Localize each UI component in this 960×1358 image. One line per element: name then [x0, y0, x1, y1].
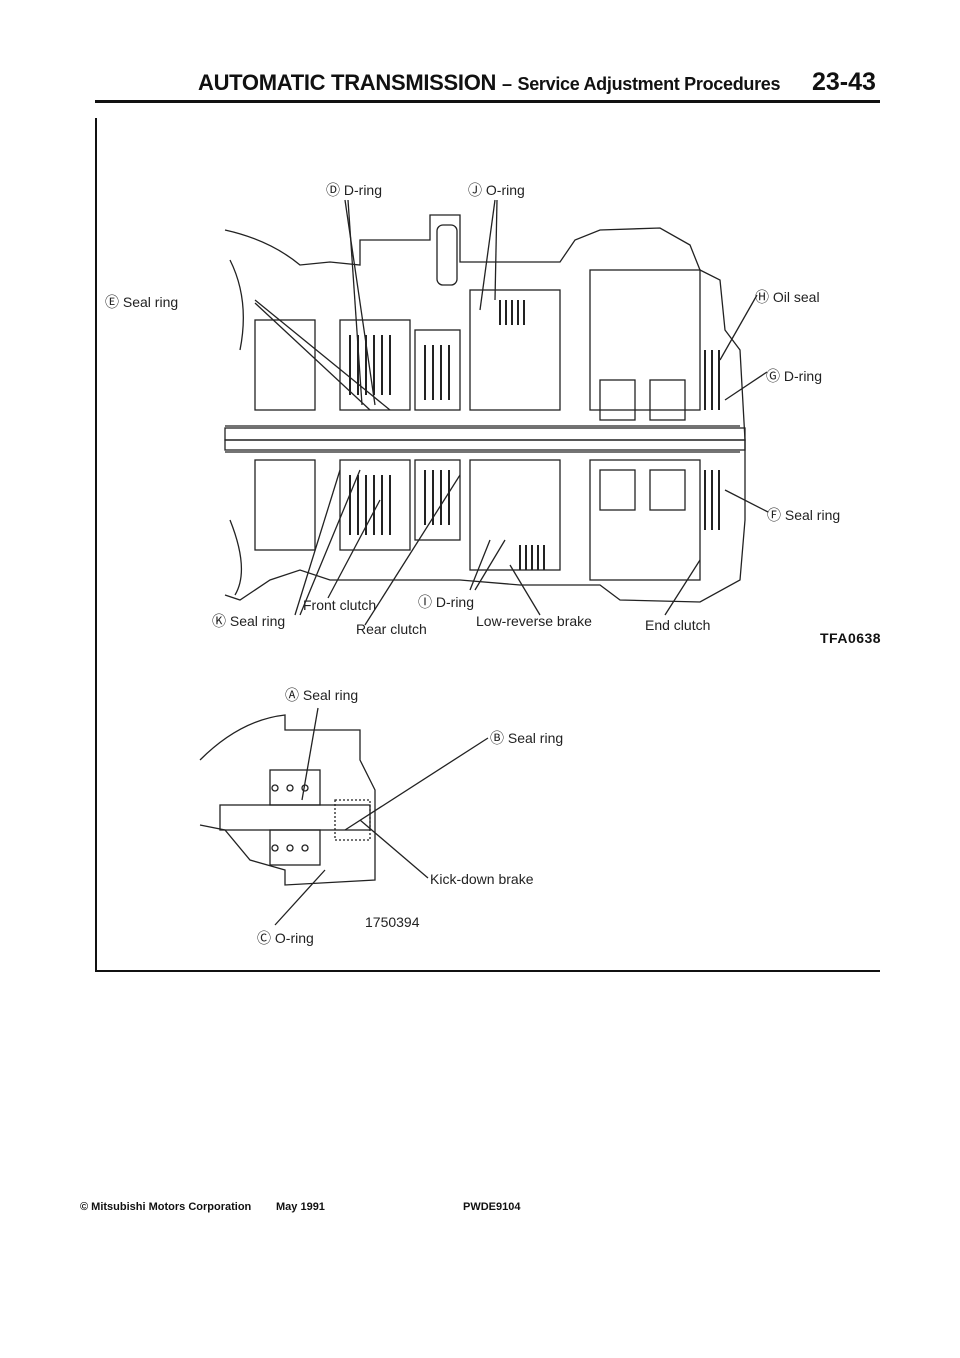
- figure2-code: 1750394: [365, 914, 420, 930]
- label-d-ring-g: Ⓖ D-ring: [766, 368, 823, 384]
- label-d-ring-i: Ⓘ D-ring: [418, 594, 475, 610]
- section-subtitle: Service Adjustment Procedures: [517, 74, 781, 94]
- label-seal-ring-a: Ⓐ Seal ring: [285, 687, 359, 703]
- bottom-rule: [95, 970, 880, 972]
- left-border: [95, 118, 97, 970]
- header-rule: [95, 100, 880, 103]
- transmission-cross-section: [224, 214, 746, 603]
- footer-code: PWDE9104: [463, 1201, 521, 1213]
- label-kick-down-brake: Kick-down brake: [430, 871, 534, 887]
- label-seal-ring-f: Ⓕ Seal ring: [767, 507, 841, 523]
- label-o-ring-c: Ⓒ O-ring: [257, 930, 314, 946]
- label-o-ring-j: Ⓙ O-ring: [468, 182, 525, 198]
- label-end-clutch: End clutch: [645, 617, 711, 633]
- label-oil-seal-h: Ⓗ Oil seal: [755, 289, 820, 305]
- page-header-title: AUTOMATIC TRANSMISSION – Service Adjustm…: [198, 70, 781, 96]
- label-front-clutch: Front clutch: [303, 597, 377, 613]
- label-d-ring-d: Ⓓ D-ring: [326, 182, 383, 198]
- figure1-code: TFA0638: [820, 630, 882, 646]
- page-number: 23-43: [812, 68, 876, 96]
- footer-date: May 1991: [276, 1201, 325, 1213]
- label-rear-clutch: Rear clutch: [356, 621, 427, 637]
- leader-lines-figure2: [274, 707, 489, 926]
- header-separator: –: [501, 74, 512, 94]
- footer-copyright: © Mitsubishi Motors Corporation: [80, 1201, 252, 1213]
- section-title: AUTOMATIC TRANSMISSION: [198, 70, 497, 95]
- label-low-reverse-brake: Low-reverse brake: [476, 613, 592, 629]
- label-seal-ring-b: Ⓑ Seal ring: [490, 730, 564, 746]
- kickdown-cross-section: [199, 714, 376, 886]
- leader-lines-figure1: [254, 199, 769, 626]
- label-seal-ring-k: Ⓚ Seal ring: [212, 613, 286, 629]
- label-seal-ring-e: Ⓔ Seal ring: [105, 294, 179, 310]
